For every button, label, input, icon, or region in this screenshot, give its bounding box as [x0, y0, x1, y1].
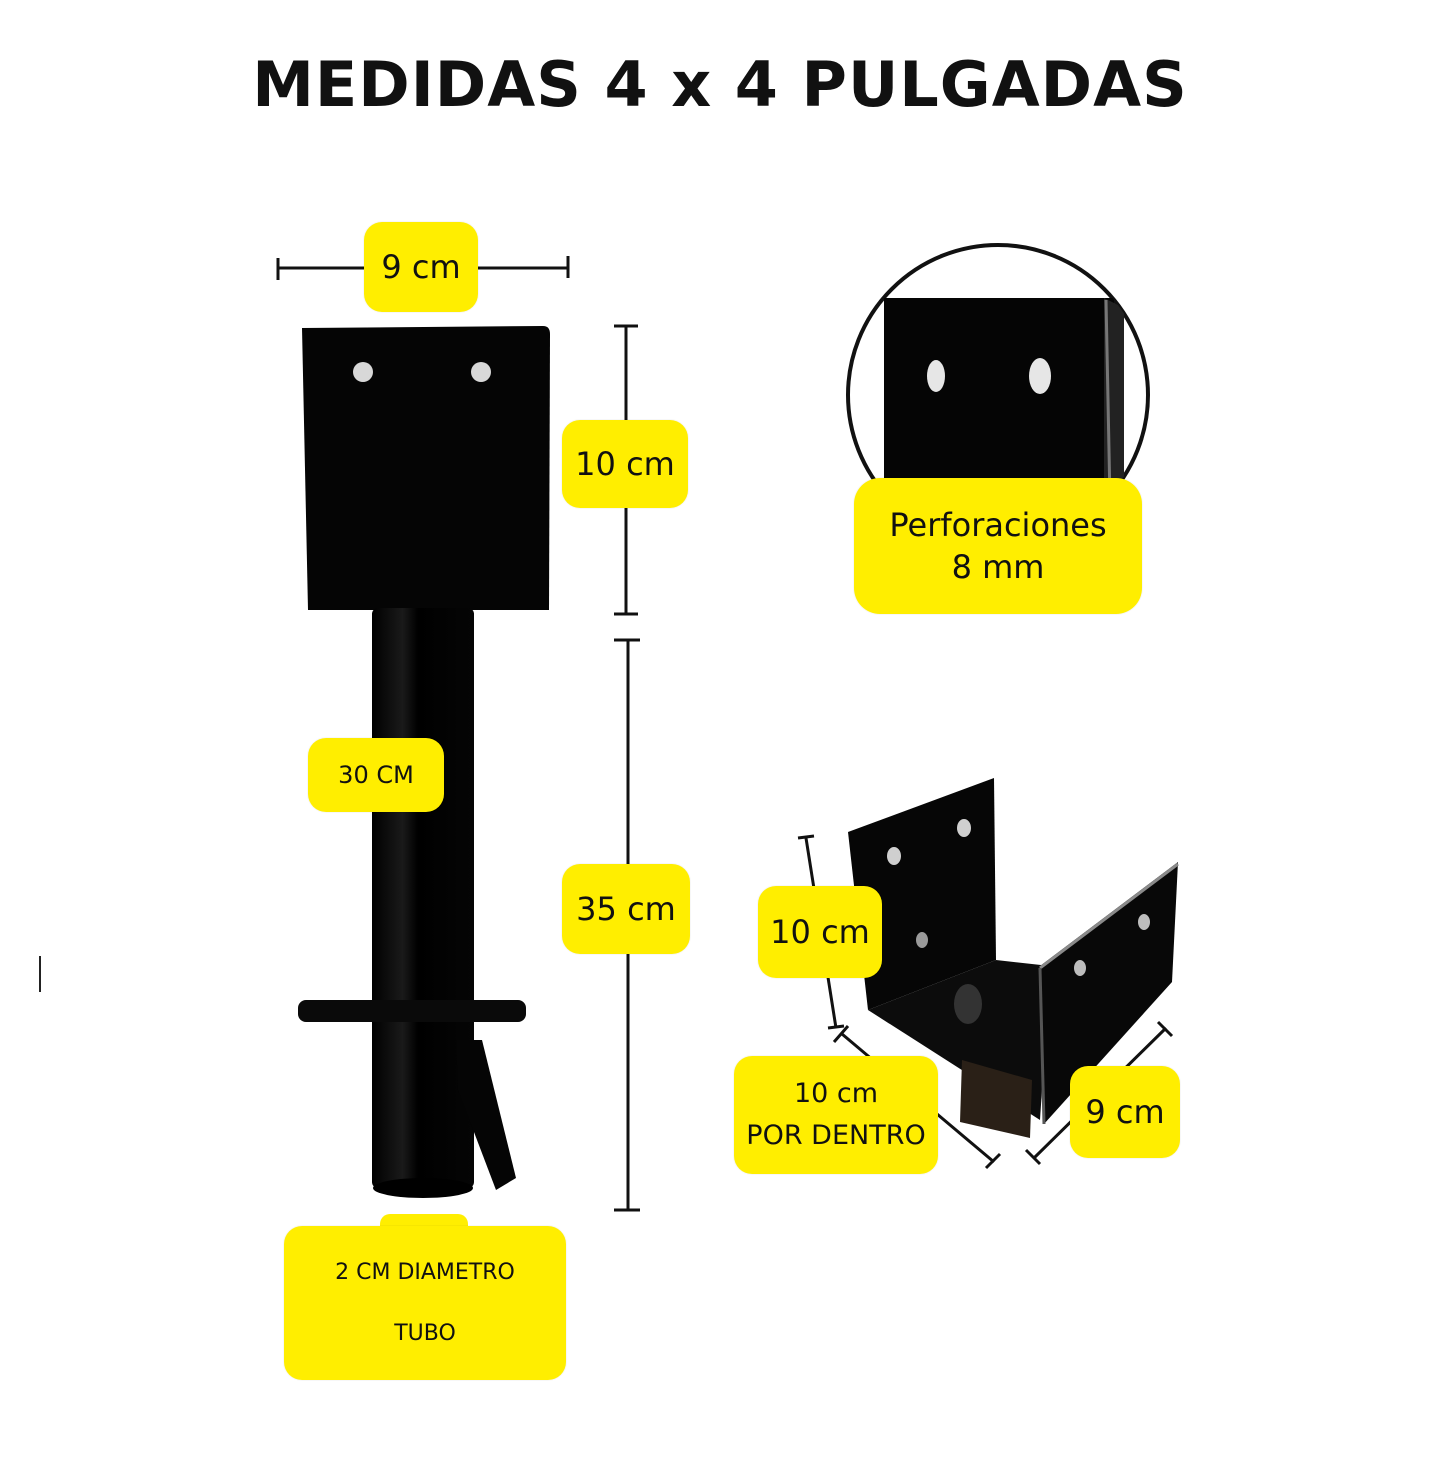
anchor-plate [302, 326, 550, 610]
holes-line1: Perforaciones [889, 506, 1107, 544]
bracket-width-label: 9 cm [1070, 1066, 1180, 1158]
holes-line2: 8 mm [951, 548, 1045, 586]
plate-hole-left [353, 362, 373, 382]
text-cursor [39, 956, 41, 992]
bracket-inside-line1: 10 cm [793, 1078, 879, 1109]
zoom-circle [846, 243, 1150, 547]
tube-diameter-label: 2 CM DIAMETRO TUBO [284, 1226, 566, 1380]
tube-diameter-line1: 2 CM DIAMETRO [335, 1260, 515, 1285]
tube-30cm-label: 30 CM [308, 738, 444, 812]
bracket-inside-label: 10 cm POR DENTRO [734, 1056, 938, 1174]
plate-height-label: 10 cm [562, 420, 688, 508]
holes-label: Perforaciones 8 mm [854, 478, 1142, 614]
u-bracket [848, 778, 1179, 1138]
tube-35cm-label: 35 cm [562, 864, 690, 954]
page-title: MEDIDAS 4 x 4 PULGADAS [252, 48, 1188, 121]
width-label-top: 9 cm [364, 222, 478, 312]
plate-hole-right [471, 362, 491, 382]
anchor-crossbar [298, 1000, 526, 1022]
anchor-fin [456, 1040, 516, 1190]
bracket-inside-line2: POR DENTRO [746, 1120, 926, 1151]
bracket-height-label: 10 cm [758, 886, 882, 978]
tube-diameter-line2: TUBO [394, 1321, 456, 1346]
anchor-tube [372, 608, 474, 1188]
